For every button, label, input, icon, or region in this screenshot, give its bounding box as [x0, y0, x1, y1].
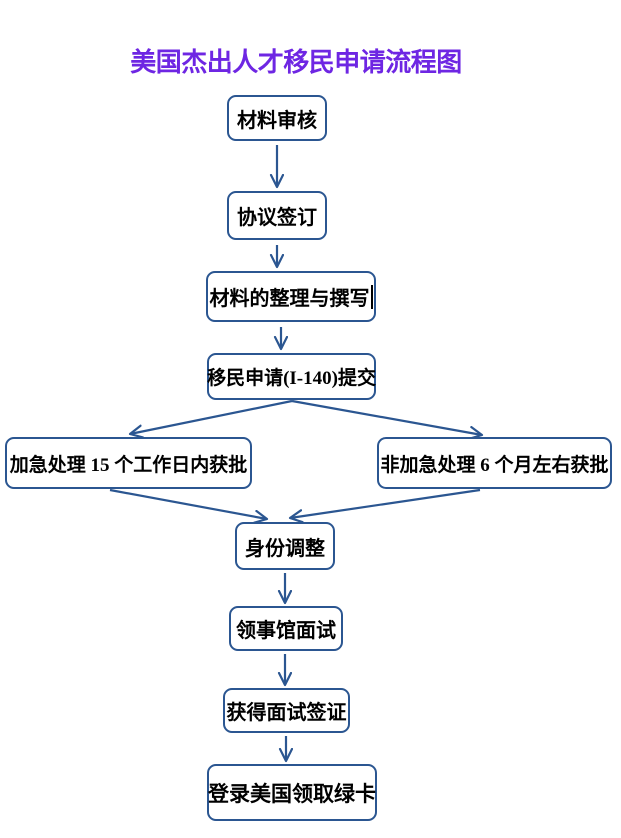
flow-node-material-preparation[interactable]: 材料的整理与撰写	[206, 271, 376, 322]
connector-expedited-to-status	[109, 488, 267, 519]
flow-node-consulate-interview[interactable]: 领事馆面试	[229, 606, 343, 651]
node-label: 移民申请(I-140)提交	[207, 368, 376, 389]
connector-regular-to-status	[290, 488, 481, 518]
node-label: 加急处理 15 个工作日内获批	[9, 454, 248, 476]
node-label: 材料的整理与撰写	[209, 288, 370, 310]
flow-node-material-review[interactable]: 材料审核	[227, 95, 327, 141]
flow-node-i140-submission[interactable]: 移民申请(I-140)提交	[207, 353, 376, 400]
text-caret	[370, 284, 373, 309]
node-label: 协议签订	[237, 207, 317, 229]
flow-node-regular-processing[interactable]: 非加急处理 6 个月左右获批	[377, 437, 612, 489]
flow-node-status-adjustment[interactable]: 身份调整	[235, 522, 335, 570]
node-label: 非加急处理 6 个月左右获批	[380, 454, 609, 476]
node-label: 领事馆面试	[236, 620, 336, 642]
node-label: 身份调整	[245, 537, 325, 560]
node-label: 登录美国领取绿卡	[208, 781, 376, 806]
page-title: 美国杰出人才移民申请流程图	[130, 48, 462, 77]
flow-node-interview-visa[interactable]: 获得面试签证	[223, 688, 350, 733]
flow-node-green-card[interactable]: 登录美国领取绿卡	[207, 764, 377, 821]
flow-node-expedited-processing[interactable]: 加急处理 15 个工作日内获批	[5, 437, 252, 489]
node-label: 材料审核	[237, 109, 317, 132]
connector-i140-to-expedited	[130, 399, 293, 434]
connector-i140-to-regular	[291, 399, 482, 435]
node-label: 获得面试签证	[226, 702, 347, 724]
flow-node-agreement-signing[interactable]: 协议签订	[227, 191, 327, 240]
